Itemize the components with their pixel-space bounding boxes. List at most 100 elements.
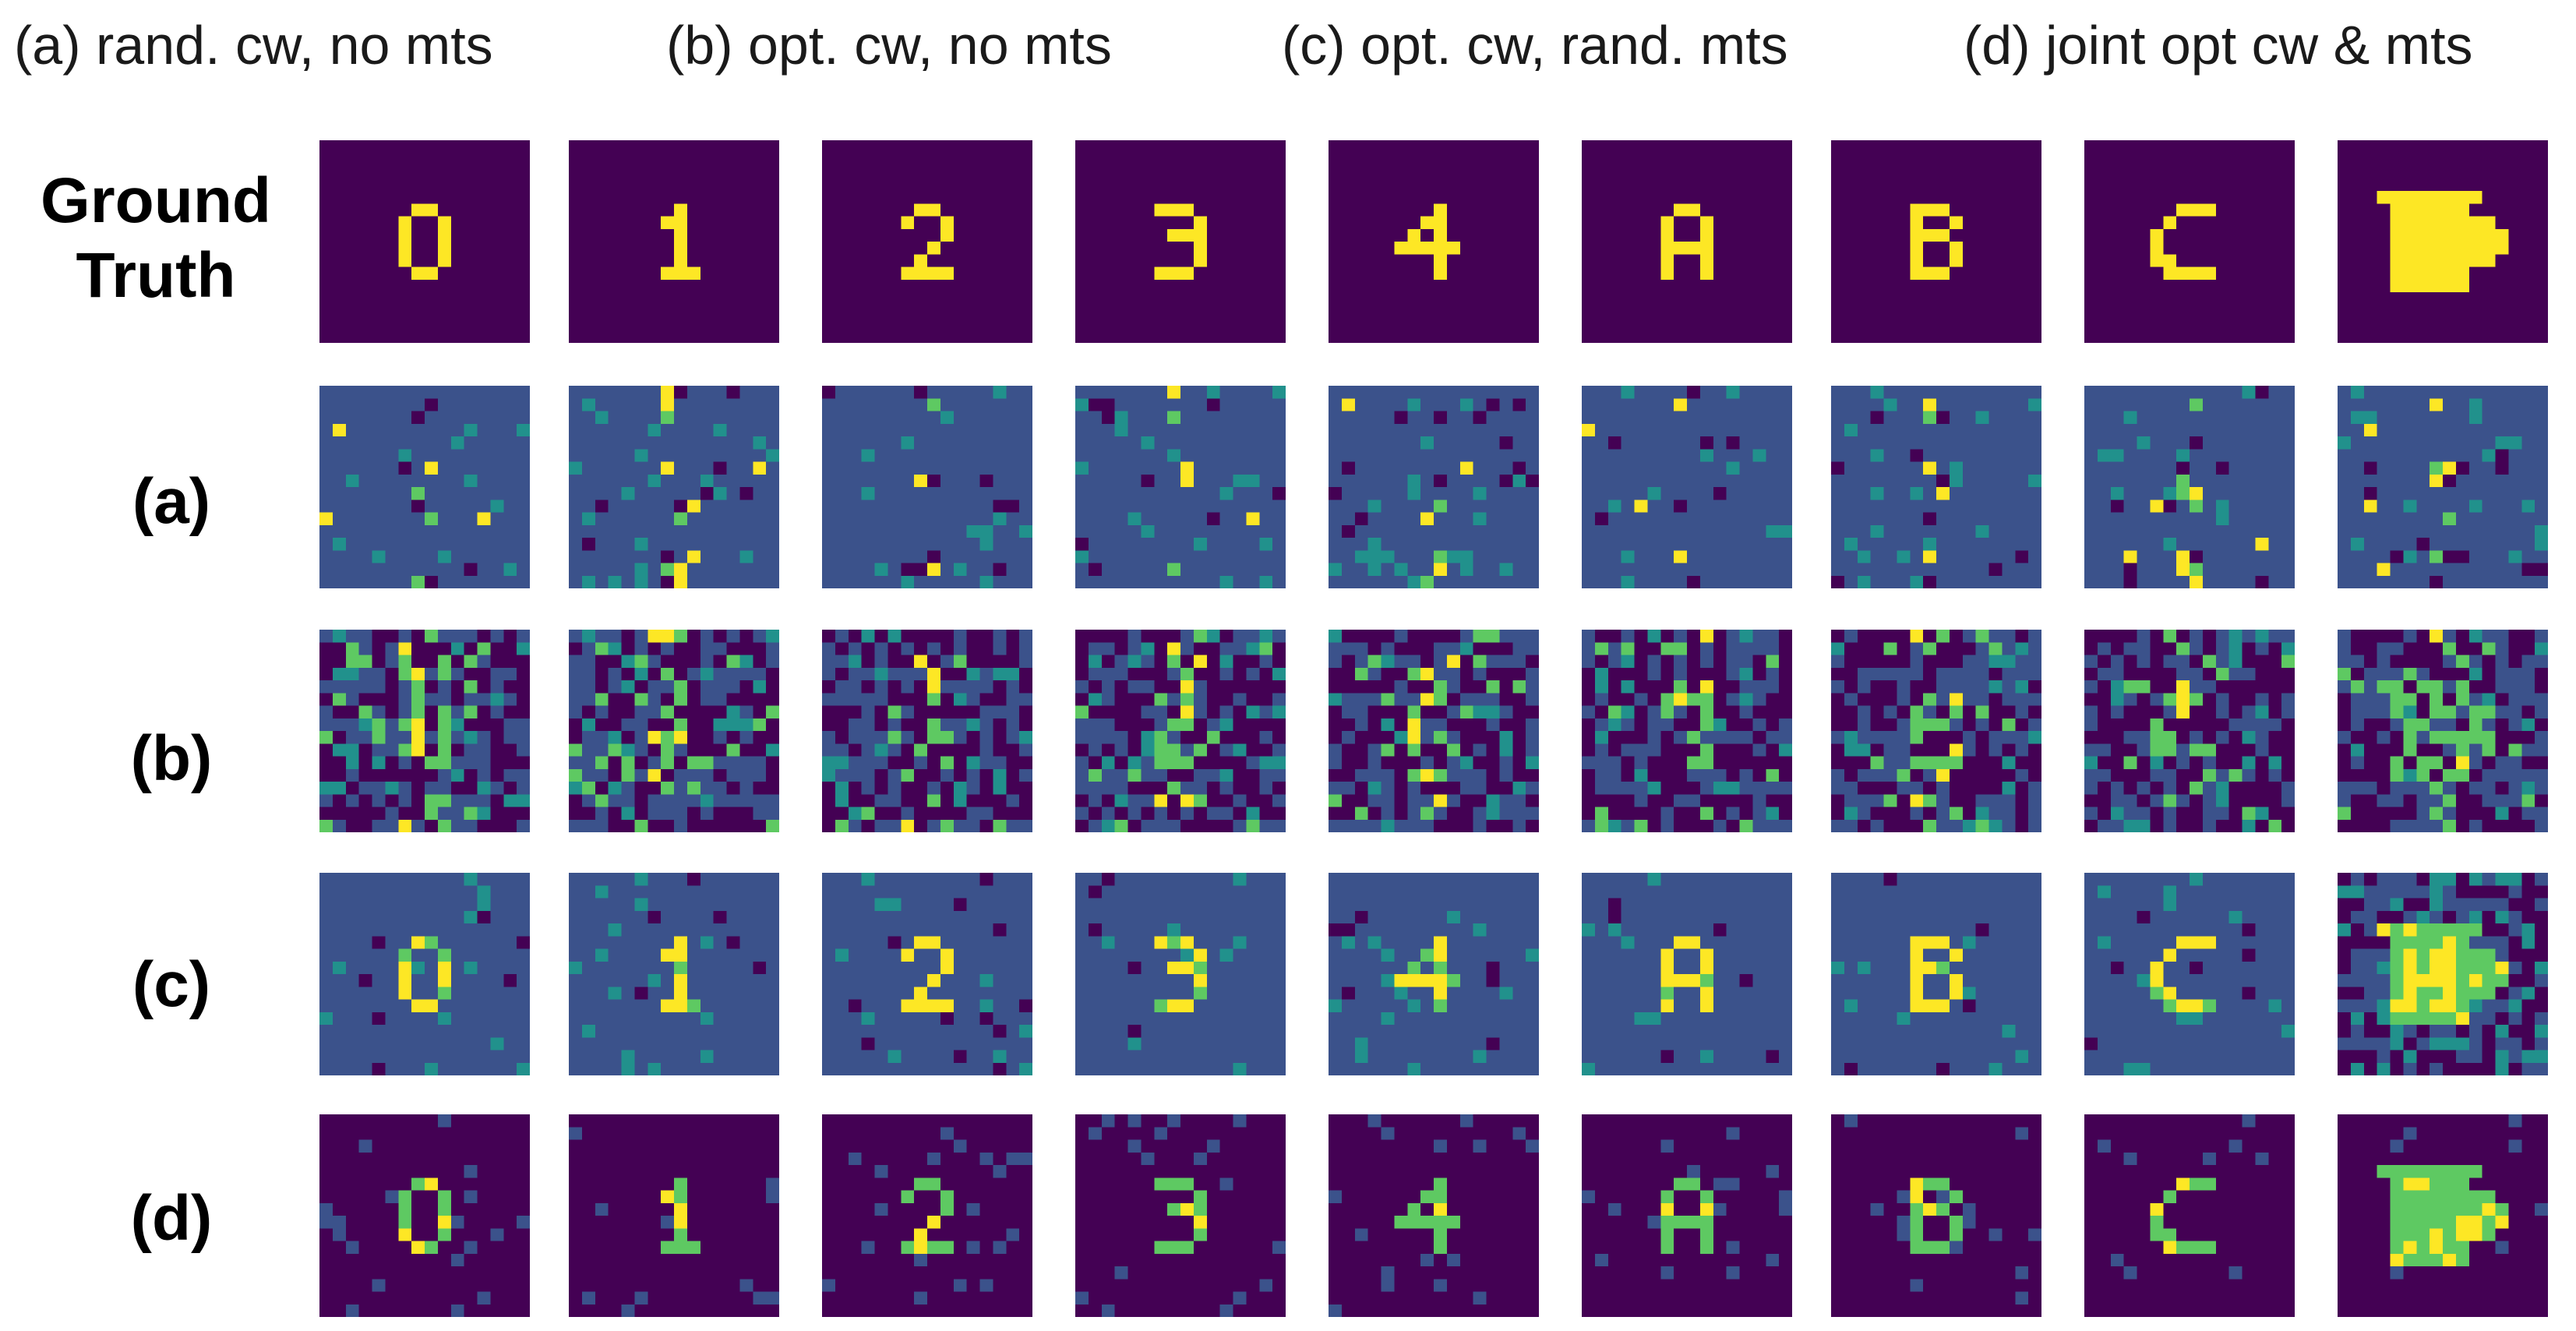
pixel <box>1883 461 1897 475</box>
pixel <box>1341 242 1356 255</box>
pixel <box>490 317 504 331</box>
pixel <box>700 140 714 154</box>
pixel <box>1329 178 1343 192</box>
pixel <box>1752 411 1766 425</box>
pixel <box>2363 305 2377 318</box>
pixel <box>648 411 662 425</box>
pixel <box>1459 254 1473 267</box>
pixel <box>1141 411 1155 425</box>
pixel <box>1259 305 1273 318</box>
pixel <box>595 487 609 500</box>
pixel <box>901 423 915 437</box>
pixel <box>1407 267 1421 281</box>
pixel <box>726 550 740 563</box>
pixel <box>648 667 662 681</box>
pixel <box>2455 178 2470 192</box>
pixel <box>2403 165 2417 179</box>
pixel <box>581 524 596 538</box>
pixel <box>1975 254 1989 267</box>
pixel <box>2535 267 2548 281</box>
pixel <box>1006 267 1020 281</box>
pixel <box>2150 398 2164 411</box>
pixel <box>1699 305 1714 318</box>
pixel <box>1499 386 1513 399</box>
pixel <box>1019 423 1032 437</box>
pixel <box>901 398 915 411</box>
pixel <box>385 140 399 154</box>
pixel <box>1473 153 1487 166</box>
pixel <box>411 693 425 706</box>
pixel <box>385 487 399 500</box>
pixel <box>490 512 504 526</box>
pixel <box>1883 279 1897 293</box>
pixel <box>425 330 439 343</box>
pixel <box>2495 216 2509 230</box>
pixel <box>2468 254 2482 267</box>
pixel <box>739 398 753 411</box>
pixel <box>1621 203 1635 217</box>
pixel <box>993 242 1007 255</box>
pixel <box>674 512 688 526</box>
pixel <box>966 487 980 500</box>
pixel <box>1167 398 1181 411</box>
pixel <box>503 667 517 681</box>
pixel <box>848 461 862 475</box>
pixel <box>2123 317 2137 331</box>
pixel <box>345 305 359 318</box>
pixel <box>425 305 439 318</box>
pixel <box>1367 228 1382 242</box>
pixel <box>1446 317 1461 331</box>
pixel <box>1766 461 1780 475</box>
pixel <box>1329 279 1343 293</box>
pixel <box>1897 449 1911 462</box>
pixel <box>1634 461 1648 475</box>
pixel <box>1988 487 2003 500</box>
pixel <box>1259 500 1273 513</box>
pixel <box>2150 386 2164 399</box>
pixel <box>450 756 464 770</box>
pixel <box>1699 500 1714 513</box>
pixel <box>2430 330 2444 343</box>
pixel <box>927 191 941 204</box>
pixel <box>1407 563 1421 577</box>
pixel <box>634 254 648 267</box>
pixel <box>1512 140 1526 154</box>
pixel <box>2002 305 2016 318</box>
pixel <box>861 292 875 305</box>
pixel <box>1459 411 1473 425</box>
pixel <box>595 317 609 331</box>
pixel <box>2468 386 2482 399</box>
pixel <box>1272 411 1286 425</box>
pixel <box>1726 153 1740 166</box>
pixel <box>1962 267 1976 281</box>
pixel <box>1831 398 1845 411</box>
pixel <box>1233 267 1247 281</box>
pixel <box>1407 436 1421 450</box>
pixel <box>686 228 701 242</box>
pixel <box>1726 423 1740 437</box>
pixel <box>927 330 941 343</box>
pixel <box>372 743 386 757</box>
pixel <box>1660 330 1674 343</box>
pixel <box>2002 242 2016 255</box>
pixel <box>648 279 662 293</box>
pixel <box>2255 317 2269 331</box>
pixel <box>1246 538 1260 551</box>
pixel <box>1949 317 1964 331</box>
pixel <box>1831 575 1845 588</box>
pixel <box>1219 191 1233 204</box>
pixel <box>1713 178 1727 192</box>
pixel <box>503 782 517 795</box>
pixel <box>1621 191 1635 204</box>
pixel <box>700 630 714 643</box>
pixel <box>1075 317 1089 331</box>
pixel <box>914 153 928 166</box>
pixel <box>914 474 928 488</box>
pixel <box>345 178 359 192</box>
pixel <box>713 242 727 255</box>
pixel <box>1988 228 2003 242</box>
pixel <box>2443 487 2457 500</box>
pixel <box>1088 575 1103 588</box>
pixel <box>1141 279 1155 293</box>
pixel <box>766 242 779 255</box>
